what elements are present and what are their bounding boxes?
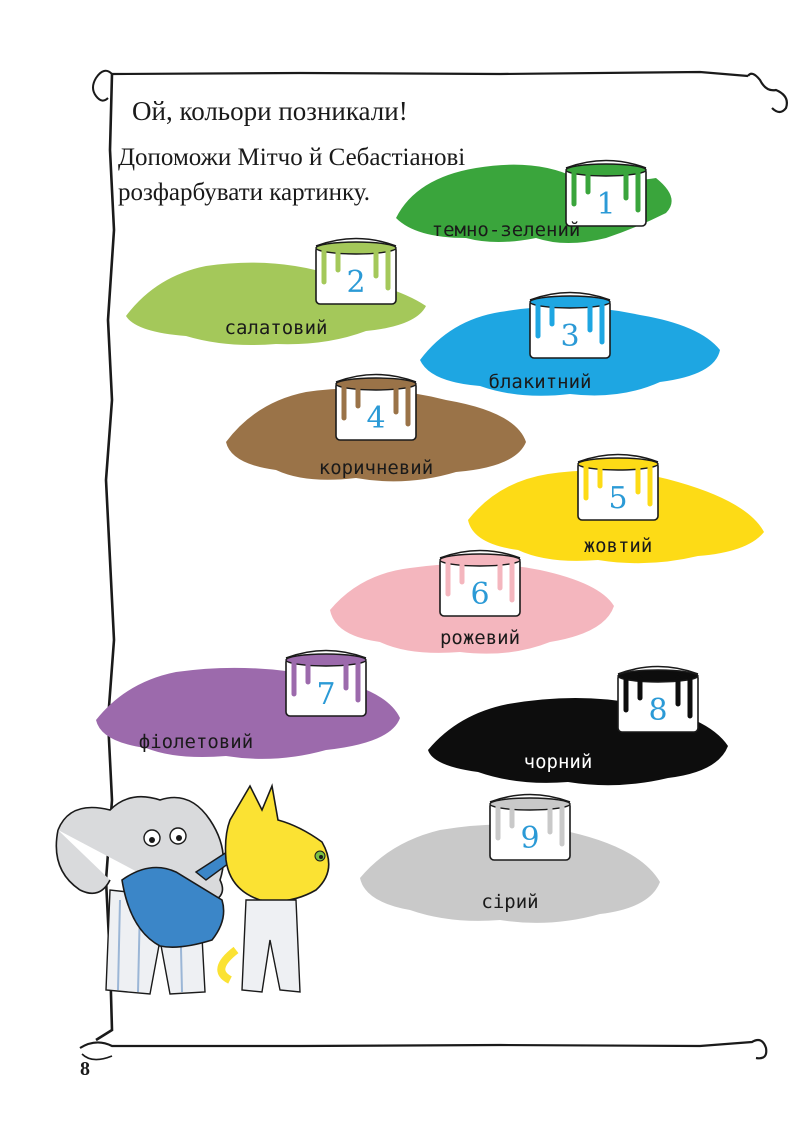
paint-label: фіолетовий bbox=[139, 731, 253, 753]
paint-can-icon: 8 bbox=[617, 665, 699, 733]
paint-9-gray: 9 сірий bbox=[360, 793, 660, 923]
paint-number: 7 bbox=[316, 677, 335, 712]
paint-number: 3 bbox=[560, 319, 579, 354]
paint-can-icon: 4 bbox=[335, 373, 417, 441]
intro-text: Допоможи Мітчо й Себастіанові розфарбува… bbox=[118, 140, 465, 210]
paint-label: коричневий bbox=[319, 457, 433, 479]
paint-number: 5 bbox=[608, 481, 627, 516]
paint-can-icon: 3 bbox=[529, 291, 611, 359]
paint-5-yellow: 5 жовтий bbox=[468, 453, 764, 564]
paint-can-icon: 9 bbox=[489, 793, 571, 861]
paint-can-icon: 5 bbox=[577, 453, 659, 521]
page-heading: Ой, кольори позникали! bbox=[132, 96, 408, 126]
paint-can-icon: 6 bbox=[439, 549, 521, 617]
paint-label: темно-зелений bbox=[432, 219, 581, 241]
paint-number: 9 bbox=[520, 821, 539, 856]
watering-can-icon bbox=[121, 849, 237, 948]
paint-number: 4 bbox=[366, 401, 385, 436]
paint-label: блакитний bbox=[489, 371, 592, 393]
paint-can-icon: 1 bbox=[565, 159, 647, 227]
paint-number: 6 bbox=[470, 577, 489, 612]
paint-puddle bbox=[360, 824, 660, 923]
paint-8-black: 8 чорний bbox=[428, 665, 728, 786]
paint-4-brown: 4 коричневий bbox=[226, 373, 526, 482]
intro-line-2: розфарбувати картинку. bbox=[118, 179, 371, 206]
paint-6-pink: 6 рожевий bbox=[330, 549, 614, 654]
paint-label: рожевий bbox=[440, 627, 520, 649]
paint-label: жовтий bbox=[584, 535, 653, 557]
paint-label: салатовий bbox=[225, 317, 328, 339]
paint-7-purple: 7 фіолетовий bbox=[96, 649, 400, 759]
paint-number: 1 bbox=[596, 187, 615, 222]
paint-can-icon: 2 bbox=[315, 237, 397, 305]
intro-line-1: Допоможи Мітчо й Себастіанові bbox=[118, 144, 466, 171]
paint-label: сірий bbox=[481, 891, 538, 913]
cat-illustration bbox=[217, 783, 330, 993]
paint-2-light-green: 2 салатовий bbox=[126, 237, 426, 345]
paint-label: чорний bbox=[524, 751, 593, 773]
paint-1-dark-green: 1 темно-зелений bbox=[396, 159, 672, 243]
paint-3-light-blue: 3 блакитний bbox=[420, 291, 720, 396]
page-number: 8 bbox=[80, 1058, 90, 1080]
paint-number: 2 bbox=[346, 265, 365, 300]
paint-number: 8 bbox=[648, 693, 667, 728]
paint-can-icon: 7 bbox=[285, 649, 367, 717]
